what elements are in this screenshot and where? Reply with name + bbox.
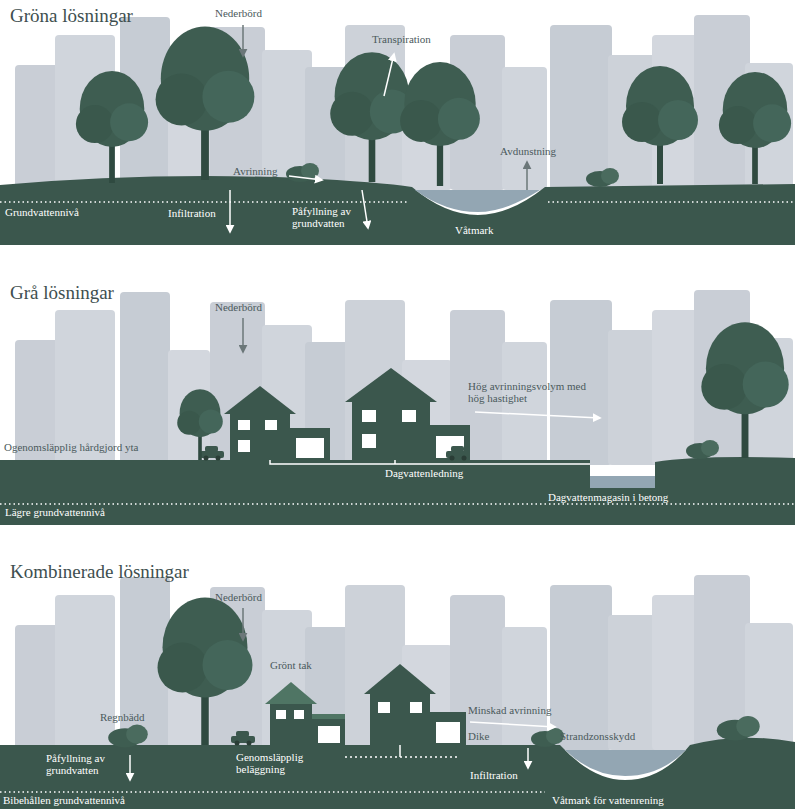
label: Våtmark [455, 225, 493, 237]
label-wrap: Genomsläpplig beläggning [236, 752, 316, 775]
label-wrap: Dagvattenmagasin i betong [548, 492, 668, 504]
label-wrap: Strandzonsskydd [560, 731, 635, 743]
panel-title: Kombinerade lösningar [10, 562, 189, 582]
label: Regnbädd [100, 712, 145, 724]
label-wrap: Våtmark [455, 225, 493, 237]
label-wrap: Grundvattennivå [5, 207, 79, 219]
label-wrap: Hög avrinningsvolym med hög hastighet [468, 381, 593, 404]
label: Infiltration [168, 208, 216, 220]
label: Dagvattenmagasin i betong [548, 492, 668, 504]
label: Nederbörd [215, 8, 262, 20]
label-wrap: Våtmark för vattenrening [552, 795, 664, 807]
panel-title: Gröna lösningar [10, 6, 133, 26]
label-wrap: Påfyllning av grundvatten [292, 206, 358, 229]
label-wrap: Ogenomsläpplig hårdgjord yta [4, 442, 138, 454]
label-wrap: Avrinning [233, 166, 277, 178]
label: Våtmark för vattenrening [552, 795, 664, 807]
label: Nederbörd [215, 302, 262, 314]
label: Grundvattennivå [5, 207, 79, 219]
label: Bibehållen grundvattennivå [3, 795, 125, 807]
label: Påfyllning av grundvatten [292, 206, 358, 229]
label-wrap: Bibehållen grundvattennivå [3, 795, 125, 807]
panel-title: Grå lösningar [10, 283, 114, 303]
label-wrap: Minskad avrinning [468, 705, 551, 717]
label: Transpiration [372, 34, 431, 46]
label-wrap: Infiltration [470, 770, 518, 782]
label-wrap: Grönt tak [270, 660, 312, 672]
label-wrap: Nederbörd [215, 592, 262, 604]
label-wrap: Regnbädd [100, 712, 145, 724]
label-wrap: Transpiration [372, 34, 431, 46]
label: Hög avrinningsvolym med hög hastighet [468, 381, 593, 404]
green-panel [0, 15, 795, 245]
panel-title: Grå lösningar [10, 283, 114, 303]
label: Genomsläpplig beläggning [236, 752, 316, 775]
label: Minskad avrinning [468, 705, 551, 717]
label: Dagvattenledning [385, 468, 463, 480]
combined-panel [0, 575, 795, 809]
label: Avdunstning [500, 146, 556, 158]
label: Påfyllning av grundvatten [46, 753, 126, 776]
label: Strandzonsskydd [560, 731, 635, 743]
label: Infiltration [470, 770, 518, 782]
label-wrap: Dagvattenledning [385, 468, 463, 480]
label-wrap: Infiltration [168, 208, 216, 220]
label-wrap: Nederbörd [215, 302, 262, 314]
label: Lägre grundvattennivå [5, 507, 105, 519]
label: Dike [468, 731, 489, 743]
label-wrap: Lägre grundvattennivå [5, 507, 105, 519]
label: Nederbörd [215, 592, 262, 604]
panel-title: Kombinerade lösningar [10, 562, 189, 582]
label: Grönt tak [270, 660, 312, 672]
grey-panel [0, 290, 795, 525]
label: Avrinning [233, 166, 277, 178]
label-wrap: Dike [468, 731, 489, 743]
panel-title: Gröna lösningar [10, 6, 133, 26]
label-wrap: Påfyllning av grundvatten [46, 753, 126, 776]
label-wrap: Nederbörd [215, 8, 262, 20]
label: Ogenomsläpplig hårdgjord yta [4, 442, 138, 454]
label-wrap: Avdunstning [500, 146, 556, 158]
